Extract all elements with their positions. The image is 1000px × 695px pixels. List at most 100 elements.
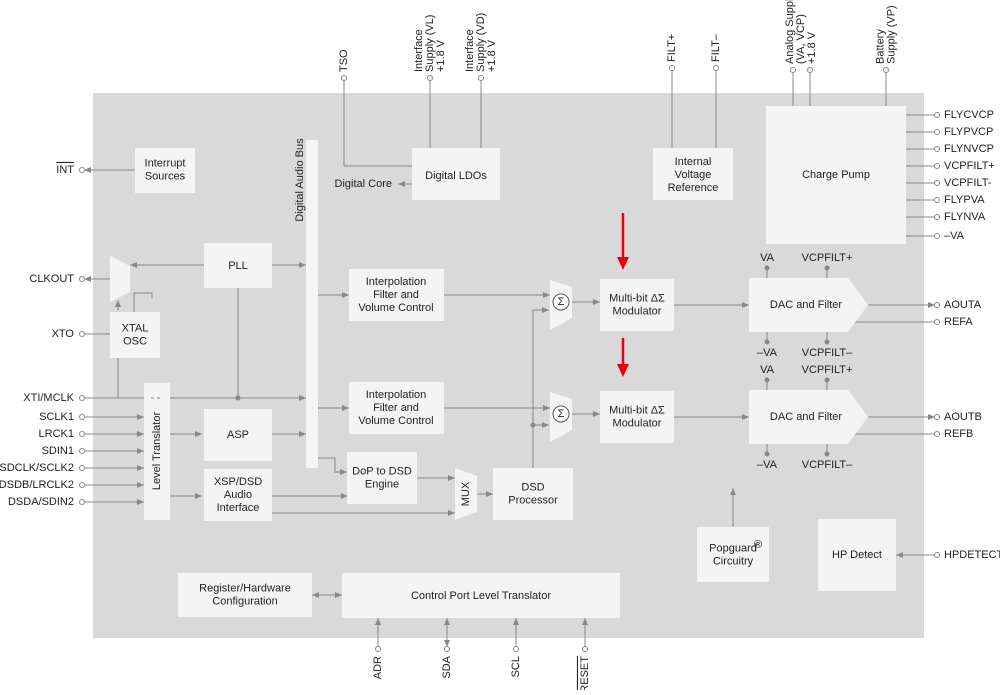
digital-audio-bus xyxy=(306,140,318,468)
internal-vref-block xyxy=(653,148,733,200)
digital-audio-bus-label: Digital Audio Bus xyxy=(294,138,306,222)
pin-bottom-0: ADR xyxy=(372,656,384,679)
digital-core-label: Digital Core xyxy=(335,178,392,190)
clkout-mux xyxy=(110,256,130,302)
level-translator-block xyxy=(144,383,170,520)
pin-left-1: CLKOUT xyxy=(29,273,74,285)
pin-right-9: REFA xyxy=(944,316,973,328)
pin-top-vd: InterfaceSupply (VD)+1.8 V xyxy=(464,13,498,72)
pin-left-9: DSDA/SDIN2 xyxy=(8,496,74,508)
hp-detect-label: HP Detect xyxy=(832,549,882,561)
dac2-vcpfilt-plus-label: VCPFILT+ xyxy=(802,364,853,376)
mux-label: MUX xyxy=(460,481,472,506)
dac1-vcpfilt-minus-label: VCPFILT– xyxy=(802,347,853,359)
digital-ldos-block xyxy=(412,148,500,200)
red-annotation-arrows xyxy=(617,213,629,377)
control-port-label: Control Port Level Translator xyxy=(411,590,551,602)
pin-top-filtm: FILT– xyxy=(710,33,722,62)
interp1-block xyxy=(349,269,444,321)
sum1-circle xyxy=(552,293,570,311)
pin-top-va: Analog Supply(VA, VCP)+1.8 V xyxy=(784,0,818,64)
dac1-neg-va-label: –VA xyxy=(757,347,778,359)
pin-bottom-3: RESET xyxy=(579,656,591,690)
pin-bottom-2: SCL xyxy=(510,656,522,677)
xtal-osc-block xyxy=(110,312,160,358)
pin-top-filtp: FILT+ xyxy=(666,34,678,62)
dac2-block xyxy=(749,390,868,444)
internal-connections xyxy=(84,114,935,647)
pin-left-5: LRCK1 xyxy=(39,428,74,440)
pin-left-8: DSDB/LRCLK2 xyxy=(0,479,74,491)
pll-block xyxy=(204,243,272,288)
popguard-block xyxy=(697,527,769,582)
pin-left-3: XTI/MCLK xyxy=(23,392,74,404)
pin-left-0: INT xyxy=(56,164,74,176)
pin-right-12: HPDETECT xyxy=(944,549,1000,561)
pin-right-4: VCPFILT- xyxy=(944,177,992,189)
mux-block xyxy=(455,468,477,520)
pin-markers xyxy=(79,112,940,652)
pin-right-7: –VA xyxy=(944,230,965,242)
pin-top-vp: BatterySupply (VP) xyxy=(875,5,898,64)
sum2-circle xyxy=(552,405,570,423)
mod1-block xyxy=(600,279,674,331)
hp-detect-block xyxy=(818,519,896,591)
interp2-block xyxy=(349,382,444,434)
dop-dsd-block xyxy=(347,452,417,504)
xsp-dsd-block xyxy=(204,469,272,521)
pin-right-11: REFB xyxy=(944,428,973,440)
pin-right-1: FLYPVCP xyxy=(944,126,993,138)
pin-left-7: DSDCLK/SCLK2 xyxy=(0,462,74,474)
pll-label: PLL xyxy=(228,260,248,272)
popguard-registered-mark: ® xyxy=(754,539,762,551)
dac2-va-label: VA xyxy=(760,364,775,376)
top-pin-lines xyxy=(341,65,889,167)
level-translator-label: Level Translator xyxy=(151,412,163,491)
pin-right-2: FLYNVCP xyxy=(944,143,994,155)
sum1-symbol: Σ xyxy=(558,296,565,308)
pin-bottom-1: SDA xyxy=(441,655,453,678)
sum2-symbol: Σ xyxy=(558,408,565,420)
pin-right-3: VCPFILT+ xyxy=(944,160,995,172)
asp-block xyxy=(204,409,272,461)
dac2-vcpfilt-minus-label: VCPFILT– xyxy=(802,459,853,471)
dac1-block xyxy=(749,278,868,332)
control-port-block xyxy=(342,573,620,618)
dac-supply-dots xyxy=(764,265,830,457)
dac2-label: DAC and Filter xyxy=(770,411,842,423)
charge-pump-label: Charge Pump xyxy=(802,169,870,181)
pin-right-5: FLYPVA xyxy=(944,194,985,206)
pin-right-8: AOUTA xyxy=(944,299,982,311)
pin-top-tso: TSO xyxy=(338,49,350,72)
dac2-neg-va-label: –VA xyxy=(757,459,778,471)
pin-left-2: XTO xyxy=(52,328,75,340)
reg-hw-block xyxy=(178,573,312,617)
dac1-vcpfilt-plus-label: VCPFILT+ xyxy=(802,252,853,264)
pin-left-4: SCLK1 xyxy=(39,411,74,423)
charge-pump-block xyxy=(766,106,906,244)
asp-label: ASP xyxy=(227,429,249,441)
dac1-label: DAC and Filter xyxy=(770,299,842,311)
pin-right-0: FLYCVCP xyxy=(944,109,994,121)
pin-right-10: AOUTB xyxy=(944,411,982,423)
dsd-processor-block xyxy=(493,468,573,520)
digital-ldos-label: Digital LDOs xyxy=(425,170,487,182)
mod2-block xyxy=(600,391,674,443)
pin-right-6: FLYNVA xyxy=(944,211,986,223)
pin-left-6: SDIN1 xyxy=(42,445,74,457)
